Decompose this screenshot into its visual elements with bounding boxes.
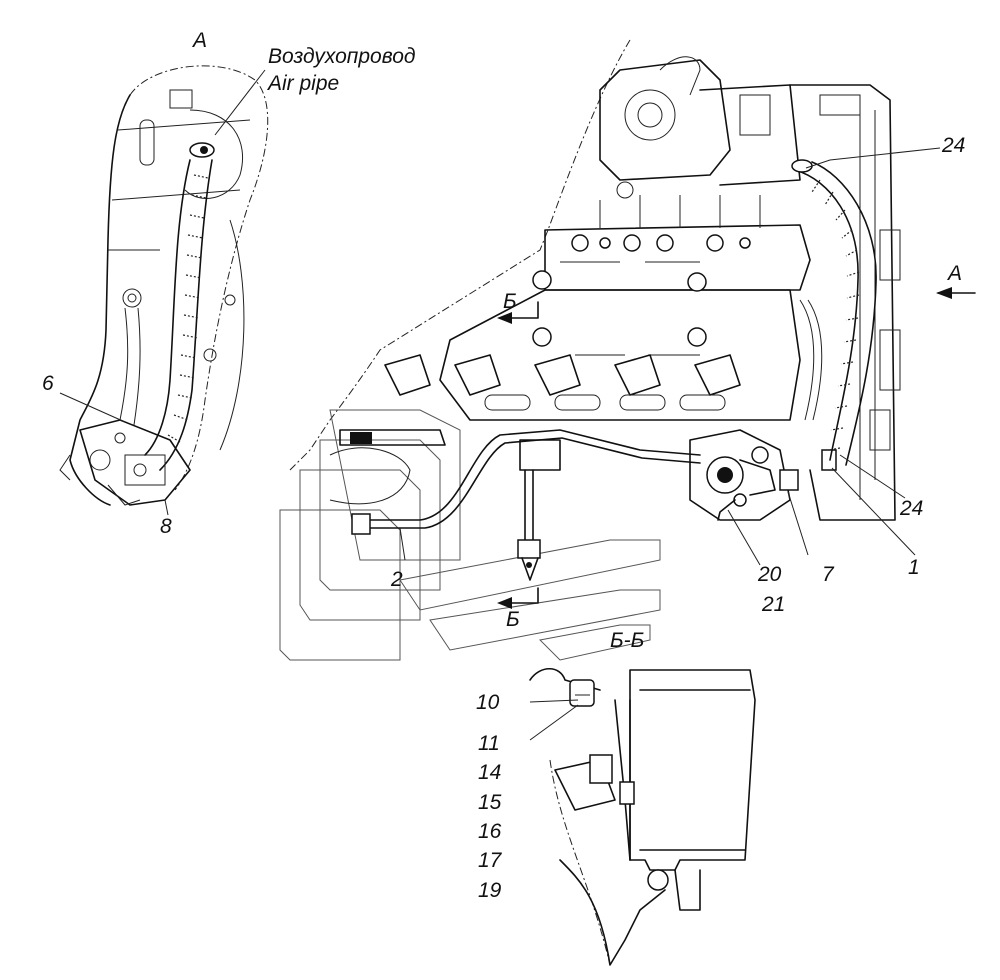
- callout-16: 16: [478, 820, 502, 843]
- callout-2: 2: [391, 568, 403, 591]
- view-a-detail: [59, 65, 269, 516]
- callout-19: 19: [478, 879, 502, 902]
- injector-row: [384, 354, 741, 411]
- main-engine-view: [279, 39, 976, 661]
- callout-21: 21: [762, 593, 786, 616]
- air-pipe-label-en: Air pipe: [268, 72, 340, 95]
- callout-1: 1: [908, 556, 920, 579]
- section-mark-top: Б: [503, 290, 517, 313]
- callout-10: 10: [476, 691, 500, 714]
- view-a-title: А: [193, 29, 208, 52]
- callout-24-top: 24: [942, 134, 966, 157]
- section-b-b-title: Б-Б: [610, 629, 645, 652]
- arrow-a-label: А: [948, 262, 963, 285]
- callout-11: 11: [478, 732, 500, 755]
- callout-8: 8: [160, 515, 172, 538]
- section-mark-bottom: Б: [506, 608, 520, 631]
- callout-7: 7: [822, 563, 834, 586]
- callout-20: 20: [758, 563, 782, 586]
- callout-15: 15: [478, 791, 502, 814]
- air-pipe-label-ru: Воздухопровод: [268, 45, 416, 68]
- callout-17: 17: [478, 849, 502, 872]
- callout-14: 14: [478, 761, 502, 784]
- section-b-b-detail: [529, 667, 756, 966]
- callout-6: 6: [42, 372, 54, 395]
- callout-24-bottom: 24: [900, 497, 924, 520]
